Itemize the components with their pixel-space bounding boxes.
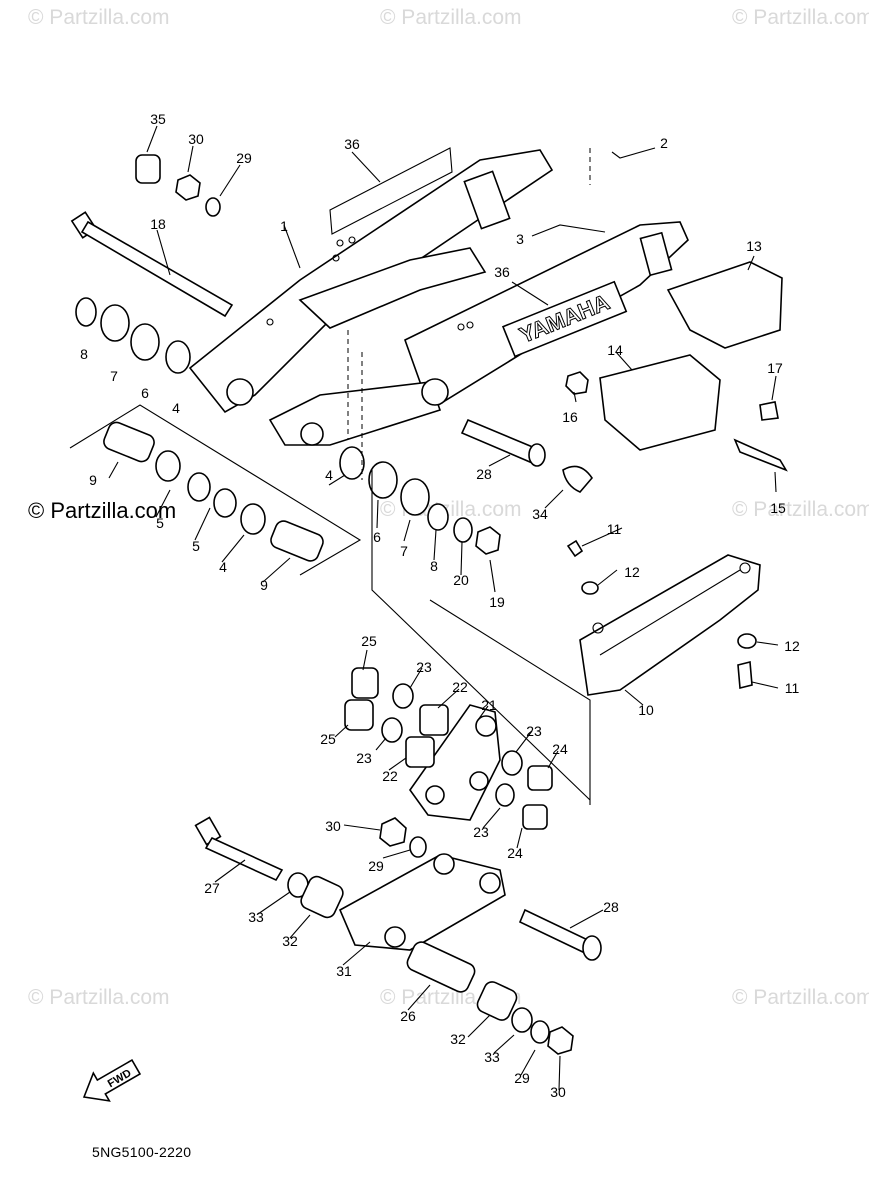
- callout-1: 1: [280, 218, 288, 234]
- callout-6: 6: [373, 529, 381, 545]
- callout-18: 18: [150, 216, 166, 232]
- callout-33: 33: [248, 909, 264, 925]
- callout-7: 7: [400, 543, 408, 559]
- callout-32: 32: [282, 933, 298, 949]
- callout-22: 22: [382, 768, 398, 784]
- callout-23: 23: [473, 824, 489, 840]
- callout-34: 34: [532, 506, 548, 522]
- callout-2: 2: [660, 135, 668, 151]
- callout-27: 27: [204, 880, 220, 896]
- callout-3: 3: [516, 231, 524, 247]
- callout-29: 29: [236, 150, 252, 166]
- callout-36: 36: [494, 264, 510, 280]
- callout-24: 24: [507, 845, 523, 861]
- watermark: © Partzilla.com: [380, 6, 522, 29]
- callout-19: 19: [489, 594, 505, 610]
- diagram-code: 5NG5100-2220: [92, 1144, 192, 1160]
- callout-23: 23: [356, 750, 372, 766]
- callout-36: 36: [344, 136, 360, 152]
- nut-30: [175, 174, 201, 201]
- callout-17: 17: [767, 360, 783, 376]
- callout-4: 4: [325, 467, 333, 483]
- callout-10: 10: [638, 702, 654, 718]
- watermark: © Partzilla.com: [28, 986, 170, 1009]
- connecting-rod: [338, 853, 506, 951]
- callout-9: 9: [260, 577, 268, 593]
- watermark: © Partzilla.com: [732, 986, 869, 1009]
- callout-5: 5: [192, 538, 200, 554]
- callout-20: 20: [453, 572, 469, 588]
- callout-12: 12: [784, 638, 800, 654]
- fwd-label: FWD: [106, 1067, 134, 1090]
- callout-14: 14: [607, 342, 623, 358]
- relay-arm: [409, 704, 501, 821]
- callout-11: 11: [785, 680, 800, 696]
- callout-8: 8: [430, 558, 438, 574]
- forward-direction-icon: FWD: [82, 1058, 142, 1102]
- callout-23: 23: [416, 659, 432, 675]
- callout-29: 29: [368, 858, 384, 874]
- callout-8: 8: [80, 346, 88, 362]
- callout-32: 32: [450, 1031, 466, 1047]
- callout-29: 29: [514, 1070, 530, 1086]
- callout-31: 31: [336, 963, 352, 979]
- callout-9: 9: [89, 472, 97, 488]
- callout-7: 7: [110, 368, 118, 384]
- callout-23: 23: [526, 723, 542, 739]
- callout-25: 25: [361, 633, 377, 649]
- callout-30: 30: [550, 1084, 566, 1100]
- callout-28: 28: [603, 899, 619, 915]
- callout-35: 35: [150, 111, 166, 127]
- callout-21: 21: [481, 697, 497, 713]
- callout-15: 15: [770, 500, 786, 516]
- callout-25: 25: [320, 731, 336, 747]
- watermark: © Partzilla.com: [732, 6, 869, 29]
- callout-16: 16: [562, 409, 578, 425]
- washer-29: [205, 197, 221, 217]
- pivot-shaft: [70, 211, 234, 318]
- callout-22: 22: [452, 679, 468, 695]
- chain-slider: [579, 554, 761, 696]
- callout-33: 33: [484, 1049, 500, 1065]
- watermark-main: © Partzilla.com: [28, 498, 177, 523]
- callout-labels: 35 30 29 36 2 3 1 18 36 13 14 17 16 8 7 …: [80, 111, 800, 1100]
- watermark: © Partzilla.com: [732, 498, 869, 521]
- callout-13: 13: [746, 238, 762, 254]
- callout-30: 30: [188, 131, 204, 147]
- callout-30: 30: [325, 818, 341, 834]
- cap-35: [135, 154, 161, 184]
- callout-11: 11: [607, 521, 622, 537]
- watermark: © Partzilla.com: [28, 6, 170, 29]
- callout-28: 28: [476, 466, 492, 482]
- callout-12: 12: [624, 564, 640, 580]
- callout-6: 6: [141, 385, 149, 401]
- callout-26: 26: [400, 1008, 416, 1024]
- callout-5: 5: [156, 515, 164, 531]
- callout-4: 4: [219, 559, 227, 575]
- callout-4: 4: [172, 400, 180, 416]
- callout-24: 24: [552, 741, 568, 757]
